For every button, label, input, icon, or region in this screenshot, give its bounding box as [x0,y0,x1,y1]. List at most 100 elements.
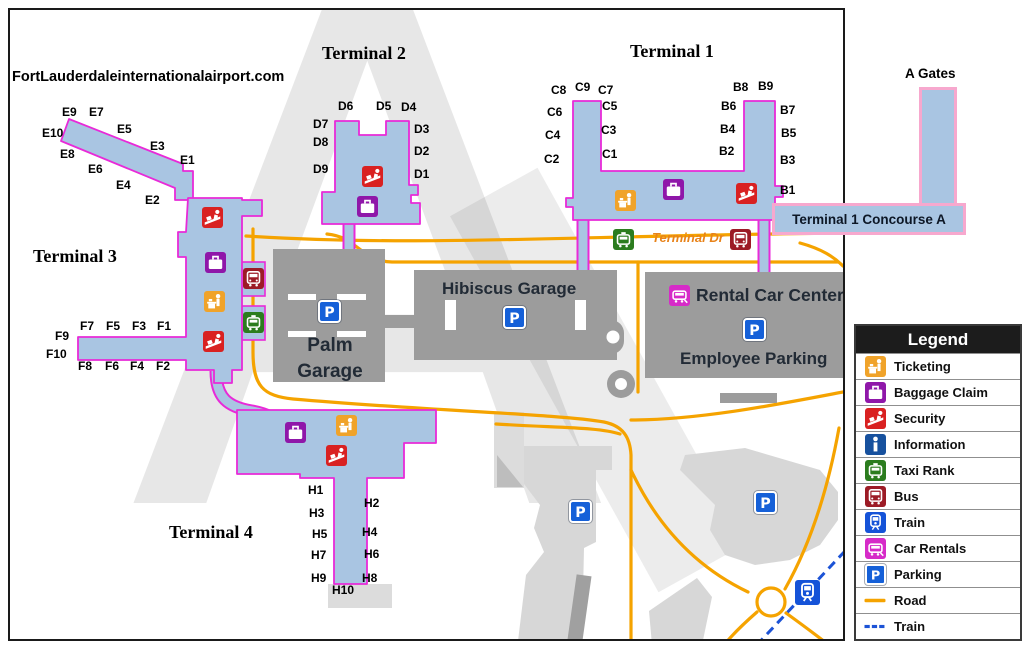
legend-label: Train [894,515,926,530]
legend-label: Road [894,593,927,608]
gate-label: D4 [401,100,417,114]
map-icon [203,331,224,352]
gate-label: B2 [719,144,735,158]
map-icon [743,318,766,341]
gate-label: E5 [117,122,132,136]
gate-label: B3 [780,153,796,167]
gate-label: H7 [311,548,327,562]
legend-label: Taxi Rank [894,463,955,478]
legend-row: Taxi Rank [856,457,1020,483]
gate-label: C8 [551,83,567,97]
gate-label: F8 [78,359,93,373]
map-icon [754,491,777,514]
legend-icon [864,538,886,559]
legend-label: Car Rentals [894,541,967,556]
legend-icon [864,486,886,507]
gate-label: E6 [88,162,103,176]
terminal-dr-label: Terminal Dr [652,230,724,245]
gate-label: F3 [132,319,147,333]
legend-panel: Legend Ticketing Baggage Cla [854,324,1022,641]
a-gates-label: A Gates [905,66,956,81]
gate-label: C4 [545,128,561,142]
gate-label: F5 [106,319,121,333]
terminal-4-label: Terminal 4 [169,522,253,542]
a-gates-concourse-shape [919,87,957,208]
gate-label: D2 [414,144,430,158]
gate-label: E8 [60,147,75,161]
legend-row: Car Rentals [856,535,1020,561]
legend-row: Bus [856,483,1020,509]
map-icon [730,229,751,250]
garage-bridge [383,315,416,328]
legend-row: Road [856,587,1020,613]
legend-label: Baggage Claim [894,385,988,400]
map-icon [613,229,634,250]
gate-label: C3 [601,123,617,137]
gate-label: B8 [733,80,749,94]
gate-label: D3 [414,122,430,136]
map-icon [326,445,347,466]
gate-label: B9 [758,79,774,93]
legend-label: Train [894,619,926,634]
legend-row: Security [856,405,1020,431]
gate-label: D5 [376,99,392,113]
gate-label: C7 [598,83,614,97]
legend-title: Legend [856,326,1020,353]
legend-icon [864,512,886,533]
gate-label: B5 [781,126,797,140]
map-icon [615,190,636,211]
airport-map: A [8,8,845,641]
gate-label: F4 [130,359,145,373]
gate-label: E2 [145,193,160,207]
map-icon [285,422,306,443]
map-icon [362,166,383,187]
legend-label: Ticketing [894,359,951,374]
gate-label: E10 [42,126,64,140]
gate-label: H9 [311,571,327,585]
gate-label: F1 [157,319,172,333]
gate-label: C6 [547,105,563,119]
gate-label: E3 [150,139,165,153]
gate-label: B7 [780,103,796,117]
gate-label: D7 [313,117,329,131]
gate-label: C1 [602,147,618,161]
terminal-4-shape [236,409,437,585]
terminal-1-label: Terminal 1 [630,41,714,61]
gate-label: F7 [80,319,95,333]
gate-label: B4 [720,122,736,136]
gate-label: E9 [62,105,77,119]
gate-label: F10 [46,347,67,361]
gate-label: H3 [309,506,325,520]
gate-label: H6 [364,547,380,561]
legend-icon [864,356,886,377]
site-title: FortLauderdaleinternationalairport.com [12,69,285,85]
legend-row: Parking [856,561,1020,587]
legend-row: Information [856,431,1020,457]
legend-icon [864,564,886,585]
gate-label: H5 [312,527,328,541]
legend-icon [864,382,886,403]
legend-icon [860,616,890,637]
gate-label: B6 [721,99,737,113]
terminal-2-label: Terminal 2 [322,43,406,63]
terminal-3-label: Terminal 3 [33,246,117,266]
legend-label: Parking [894,567,942,582]
gate-label: H1 [308,483,324,497]
gate-label: C5 [602,99,618,113]
map-icon [503,306,526,329]
gate-label: C2 [544,152,560,166]
legend-label: Information [894,437,966,452]
map-icon [243,312,264,333]
map-icon [669,285,690,306]
gate-label: C9 [575,80,591,94]
gate-label: D1 [414,167,430,181]
map-icon [569,500,592,523]
gate-label: H10 [332,583,355,597]
gate-label: F9 [55,329,70,343]
legend-label: Bus [894,489,919,504]
gate-label: D8 [313,135,329,149]
map-icon [205,252,226,273]
gate-label: F6 [105,359,120,373]
